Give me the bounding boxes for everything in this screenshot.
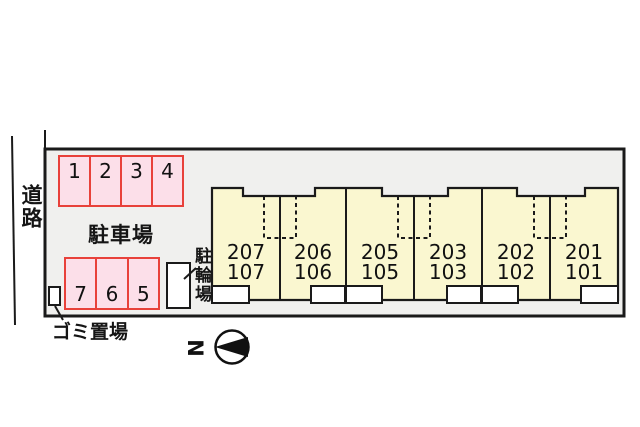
parking-row-top: 1 2 3 4 [58,155,184,207]
unit-lower-number: 106 [293,260,333,284]
entrance-porch [211,285,250,304]
entrance-porch [446,285,482,304]
unit-number-label: 205 105 [346,242,414,282]
parking-stall-number: 4 [151,157,182,205]
bicycle-leader-line [183,267,197,280]
bicycle-parking-label: 駐輪場 [191,247,211,304]
unit-number-label: 207 107 [212,242,280,282]
garbage-leader-line [54,305,64,321]
unit-number-label: 203 103 [414,242,482,282]
compass-needle [215,337,248,357]
entrance-porch [580,285,619,304]
entrance-porch [481,285,519,304]
parking-stall-number: 3 [120,157,151,205]
unit-lower-number: 105 [360,260,400,284]
road-edge-line [11,135,16,326]
garbage-box [48,286,61,306]
unit-number-label: 206 106 [279,242,347,282]
unit-lower-number: 102 [496,260,536,284]
unit-upper-number: 201 [564,240,604,264]
unit-number-label: 202 102 [482,242,550,282]
unit-upper-number: 203 [428,240,468,264]
parking-stall-number: 6 [95,259,126,308]
unit-upper-number: 206 [293,240,333,264]
parking-stall-number: 7 [74,282,88,306]
parking-stall-number: 5 [126,259,158,308]
unit-number-label: 201 101 [550,242,618,282]
road-label: 道路 [19,184,43,230]
parking-row-bottom: 7 6 5 [64,257,160,310]
unit-upper-number: 207 [226,240,266,264]
unit-upper-number: 202 [496,240,536,264]
garbage-area-label: ゴミ置場 [52,321,129,343]
compass-north-label: N [182,339,207,357]
bicycle-parking-box [166,262,191,309]
parking-lot-label: 駐車場 [88,223,154,247]
entrance-porch [345,285,383,304]
unit-lower-number: 101 [564,260,604,284]
unit-lower-number: 107 [226,260,266,284]
parking-stall-number: 2 [89,157,120,205]
entrance-porch [310,285,346,304]
unit-lower-number: 103 [428,260,468,284]
parking-stall-number: 1 [68,159,81,183]
unit-upper-number: 205 [360,240,400,264]
